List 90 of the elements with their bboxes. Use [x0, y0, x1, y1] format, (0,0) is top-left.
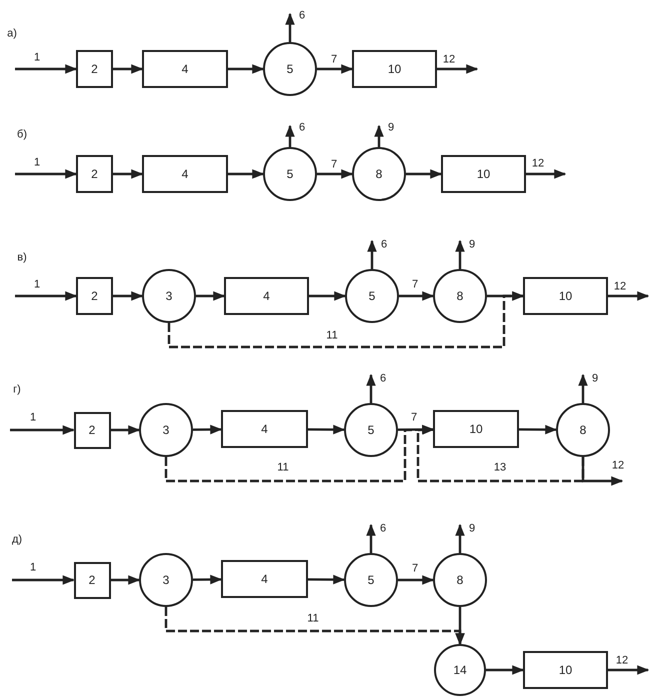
arrow [374, 124, 384, 147]
arrow [582, 457, 624, 486]
arrow [519, 424, 558, 434]
process-box: 10 [441, 155, 526, 193]
edge-label: 1 [28, 412, 38, 424]
edge-label: 7 [410, 564, 420, 574]
arrow [455, 524, 465, 553]
arrow [455, 607, 465, 646]
edge-label: 9 [468, 240, 476, 250]
edge-label: 6 [298, 122, 306, 134]
edge-label: 1 [32, 52, 42, 64]
edge-label: 7 [330, 160, 338, 170]
edge-label: 7 [330, 54, 338, 66]
arrow [406, 169, 442, 179]
arrow [228, 169, 264, 179]
edge-label: 12 [610, 460, 626, 472]
edge-label: 9 [590, 374, 600, 384]
edge-label: 12 [442, 54, 456, 66]
arrow [437, 64, 478, 74]
edge-label: 12 [612, 282, 628, 292]
process-box: 10 [523, 277, 608, 315]
panel-label: д) [12, 534, 22, 546]
arrow [309, 291, 346, 301]
arrow [10, 425, 75, 435]
edge-label: 11 [306, 614, 320, 624]
arrow [110, 425, 140, 435]
edge-label: 9 [386, 122, 396, 134]
edge-label: 12 [530, 158, 546, 170]
process-box: 10 [523, 651, 608, 689]
edge-label: 6 [378, 524, 388, 534]
process-box: 2 [74, 562, 110, 598]
panel-label: б) [17, 130, 27, 140]
edge-label: 1 [32, 280, 42, 290]
panel-label: г) [13, 384, 21, 396]
edge-label: 13 [492, 462, 508, 474]
arrow [15, 169, 78, 179]
arrow [113, 64, 144, 74]
arrow [399, 291, 434, 301]
arrow [228, 64, 264, 74]
edge-label: 9 [468, 524, 476, 534]
arrow [366, 374, 376, 403]
arrow [578, 374, 588, 403]
edge-label: 6 [378, 374, 388, 384]
process-box: 4 [221, 410, 308, 448]
arrow [308, 424, 346, 434]
arrow [317, 64, 354, 74]
arrow [367, 240, 377, 269]
arrow [526, 169, 566, 179]
arrow [366, 524, 376, 553]
arrow [285, 12, 295, 42]
arrow [487, 291, 524, 301]
process-box: 4 [224, 277, 309, 315]
edge-label: 12 [614, 656, 630, 666]
arrow [192, 424, 222, 434]
arrow [15, 64, 78, 74]
arrow [398, 575, 434, 585]
arrow [486, 665, 524, 675]
edge-label: 7 [410, 412, 418, 424]
process-box: 4 [142, 155, 228, 193]
arrow [308, 574, 346, 584]
process-box: 4 [221, 560, 308, 598]
arrow [110, 575, 140, 585]
edge-label: 6 [298, 10, 306, 22]
process-box: 10 [433, 410, 519, 448]
arrow [608, 291, 650, 301]
panel-label: а) [7, 28, 17, 40]
edge-label: 7 [410, 280, 420, 290]
process-box: 10 [352, 50, 437, 88]
process-box: 2 [76, 277, 113, 315]
arrow [455, 240, 465, 269]
arrow [12, 575, 75, 585]
process-box: 2 [76, 50, 113, 88]
process-box: 2 [74, 412, 110, 448]
edge-label: 11 [325, 330, 339, 342]
edge-label: 1 [28, 562, 38, 574]
arrow [285, 124, 295, 147]
process-box: 4 [142, 50, 228, 88]
arrow [113, 291, 144, 301]
process-box: 2 [76, 155, 113, 193]
arrow [15, 291, 78, 301]
arrow [317, 169, 354, 179]
arrow [113, 169, 144, 179]
edge-label: 6 [380, 240, 388, 250]
edge-label: 11 [276, 462, 290, 474]
arrow [608, 665, 650, 675]
edge-label: 1 [32, 158, 42, 168]
panel-label: в) [17, 252, 27, 264]
arrow [398, 424, 434, 434]
arrow [196, 291, 226, 301]
arrow [192, 574, 222, 584]
